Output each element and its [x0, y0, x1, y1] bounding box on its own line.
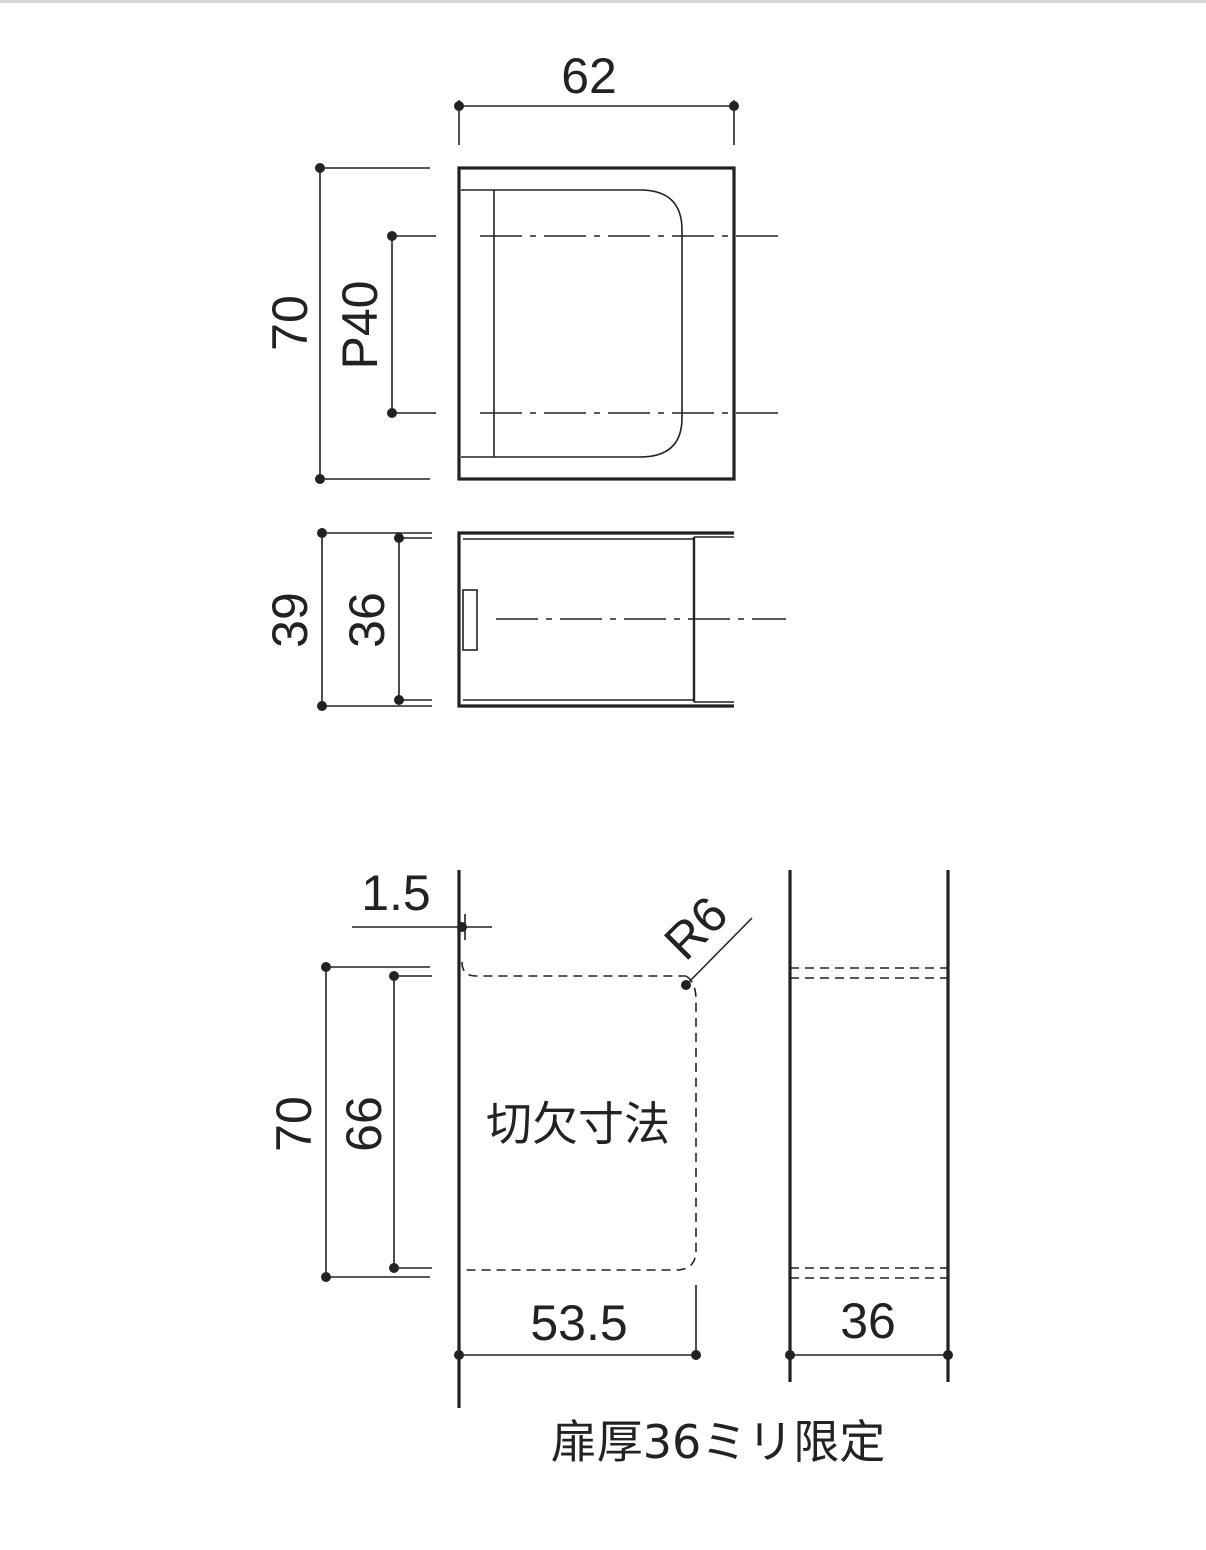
- dim-dot: [315, 474, 325, 484]
- top-view: 62 70 P40: [262, 48, 786, 484]
- dim-dot: [317, 528, 327, 538]
- dim-dot: [317, 701, 327, 711]
- door-thickness-note: 扉厚36ミリ限定: [551, 1415, 886, 1469]
- offset-dimension: 1.5: [361, 865, 431, 921]
- dim-dot: [943, 1350, 953, 1360]
- side-body-outline: [457, 531, 734, 708]
- cutout-caption: 切欠寸法: [486, 1097, 670, 1151]
- width-dimension: 62: [561, 48, 617, 104]
- top-border: [0, 0, 1206, 3]
- outer-height-dimension: 70: [266, 1096, 322, 1152]
- width-dimension: 53.5: [530, 1295, 627, 1351]
- dim-dot: [785, 1350, 795, 1360]
- dim-dot: [394, 695, 404, 705]
- height-dimension: 70: [262, 295, 318, 351]
- inner-height-dimension: 66: [336, 1096, 392, 1152]
- dim-dot: [389, 971, 399, 981]
- dim-dot: [691, 1350, 701, 1360]
- radius-leader: [685, 917, 753, 986]
- dim-dot: [454, 101, 464, 111]
- plate-outline: [457, 166, 736, 481]
- door-view: 36: [785, 870, 953, 1382]
- cutout-top: [461, 961, 686, 977]
- dim-dot: [729, 101, 739, 111]
- cutout-view: 1.5 R6 切欠寸法 70 66 53.5: [266, 865, 753, 1408]
- dim-dot: [394, 533, 404, 543]
- latch-tab: [462, 589, 478, 651]
- dim-dot: [387, 408, 397, 418]
- dim-dot: [454, 1350, 464, 1360]
- dim-dot: [315, 163, 325, 173]
- pitch-dimension: P40: [332, 281, 388, 370]
- outer-depth-dimension: 39: [262, 592, 318, 648]
- dim-dot: [321, 1272, 331, 1282]
- dim-dot: [387, 231, 397, 241]
- dim-dot: [457, 922, 467, 932]
- inner-depth-dimension: 36: [339, 592, 395, 648]
- radius-dimension: R6: [654, 886, 739, 971]
- side-view: 39 36: [262, 528, 786, 711]
- door-thickness-dimension: 36: [840, 1293, 896, 1349]
- cutout-outline: [462, 975, 697, 1271]
- dim-dot: [321, 962, 331, 972]
- dim-dot: [389, 1263, 399, 1273]
- recess-outline: [461, 189, 683, 458]
- dim-dot: [681, 980, 691, 990]
